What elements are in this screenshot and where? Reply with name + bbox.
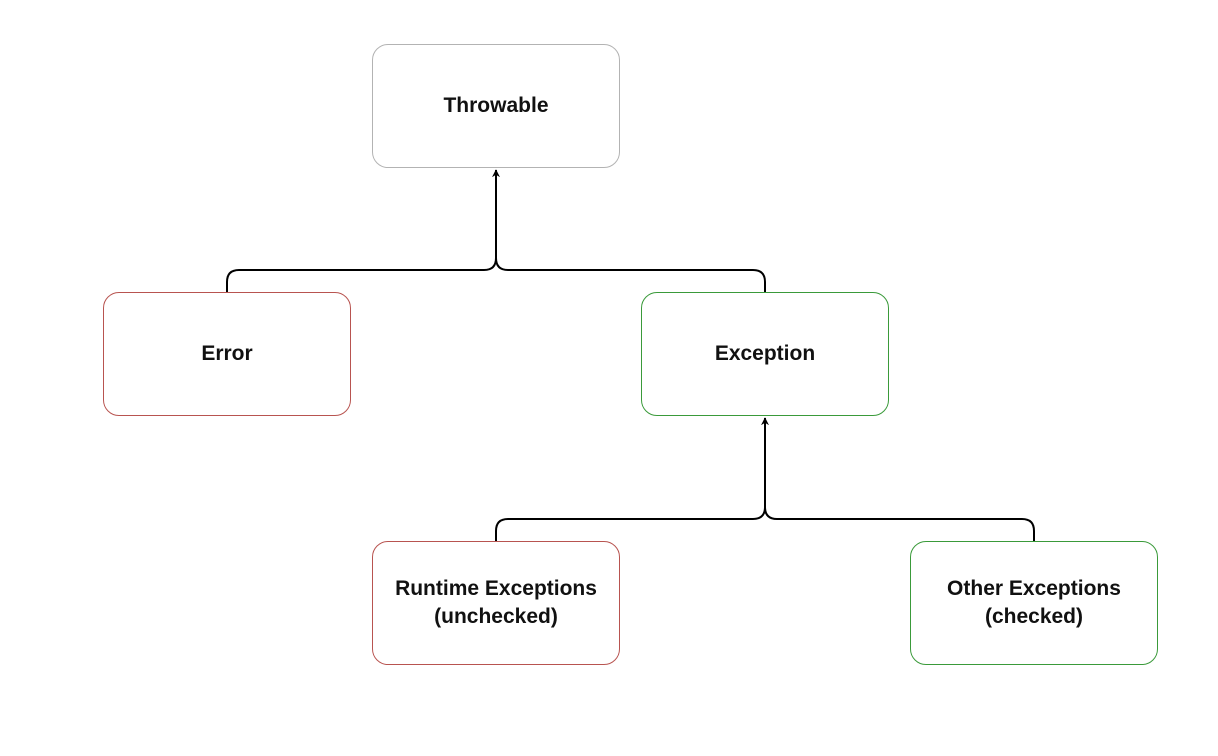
edge-runtime-to-exception [495, 418, 766, 541]
node-other-exceptions: Other Exceptions (checked) [910, 541, 1158, 665]
node-label-line: Exception [714, 342, 816, 365]
edge-other-to-exception [761, 417, 1035, 541]
edge-error-to-throwable [226, 170, 497, 292]
node-label-line: (unchecked) [434, 605, 558, 628]
node-exception: Exception [641, 292, 889, 416]
node-label-line: Throwable [443, 94, 549, 117]
node-runtime-exceptions: Runtime Exceptions (unchecked) [372, 541, 620, 665]
node-label-runtime-exceptions: Runtime Exceptions (unchecked) [395, 575, 597, 631]
node-throwable: Throwable [372, 44, 620, 168]
node-label-line: (checked) [984, 605, 1084, 628]
node-label-throwable: Throwable [443, 92, 548, 120]
node-error: Error [103, 292, 351, 416]
node-label-line: Error [201, 342, 253, 365]
node-label-line: Other Exceptions [947, 577, 1121, 600]
node-label-error: Error [201, 340, 252, 368]
node-label-line: Runtime Exceptions [395, 577, 597, 600]
edge-exception-to-throwable [492, 169, 766, 292]
node-label-exception: Exception [715, 340, 815, 368]
node-label-other-exceptions: Other Exceptions (checked) [947, 575, 1121, 631]
